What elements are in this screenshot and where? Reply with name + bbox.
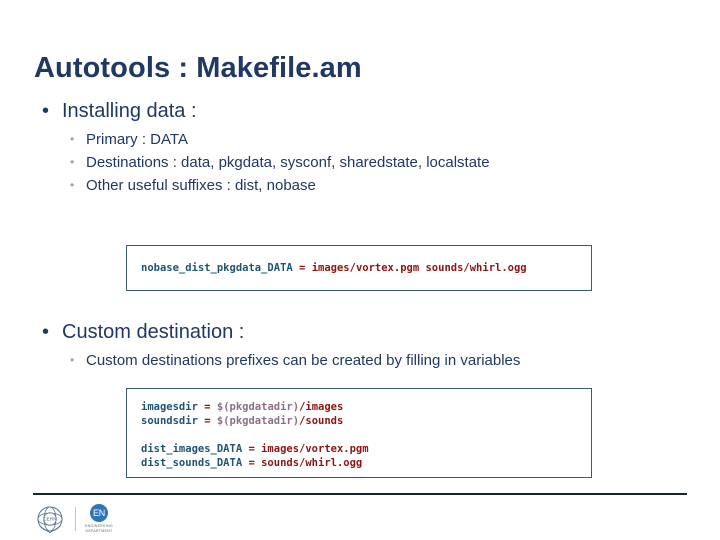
page-title: Autotools : Makefile.am xyxy=(34,52,362,85)
bullet-level2-label: Custom destinations prefixes can be crea… xyxy=(86,352,521,369)
bullet-marker-icon: • xyxy=(70,353,75,367)
code-line: nobase_dist_pkgdata_DATA = images/vortex… xyxy=(141,261,591,275)
code-block-nobase-dist-pkgdata-data: nobase_dist_pkgdata_DATA = images/vortex… xyxy=(126,245,592,291)
bullet-level2-suffixes: • Other useful suffixes : dist, nobase xyxy=(34,174,694,197)
bullet-marker-icon: • xyxy=(70,132,75,146)
code-token-val: /sounds xyxy=(299,415,344,427)
bullet-level2-label: Destinations : data, pkgdata, sysconf, s… xyxy=(86,154,490,171)
logo-divider xyxy=(75,507,76,531)
code-line: dist_images_DATA = images/vortex.pgm xyxy=(141,442,591,456)
en-logo-icon: EN xyxy=(89,504,108,523)
code-line: soundsdir = $(pkgdatadir)/sounds xyxy=(141,414,591,428)
code-token-val: = xyxy=(204,415,217,427)
code-token-var: dist_images_DATA xyxy=(141,443,249,455)
content-group-custom-destination: • Custom destination : • Custom destinat… xyxy=(34,319,694,372)
bullet-level2-primary: • Primary : DATA xyxy=(34,128,694,151)
code-token-ref: $(pkgdatadir) xyxy=(216,401,300,413)
bullet-level2-label: Other useful suffixes : dist, nobase xyxy=(86,177,316,194)
code-token-var: imagesdir xyxy=(141,401,205,413)
bullet-marker-icon: • xyxy=(42,321,50,343)
content-group-installing-data: • Installing data : • Primary : DATA • D… xyxy=(34,98,694,197)
bullet-level1-installing-data: • Installing data : xyxy=(34,98,694,124)
code-line: imagesdir = $(pkgdatadir)/images xyxy=(141,400,591,414)
code-token-var: nobase_dist_pkgdata_DATA xyxy=(141,262,300,274)
code-token-val: = xyxy=(204,401,217,413)
bullet-level1-label: Custom destination : xyxy=(62,321,245,343)
code-token-ref: $(pkgdatadir) xyxy=(216,415,300,427)
bullet-level2-custom-prefixes: • Custom destinations prefixes can be cr… xyxy=(34,349,694,372)
bullet-marker-icon: • xyxy=(70,155,75,169)
code-token-val: = sounds/whirl.ogg xyxy=(248,457,363,469)
code-token-var: soundsdir xyxy=(141,415,205,427)
code-blank-line xyxy=(141,428,591,442)
bullet-marker-icon: • xyxy=(42,100,50,122)
cern-logo-icon: CERN xyxy=(37,506,63,534)
bullet-level1-custom-destination: • Custom destination : xyxy=(34,319,694,345)
svg-text:CERN: CERN xyxy=(43,517,57,523)
code-token-var: dist_sounds_DATA xyxy=(141,457,249,469)
code-token-val: = images/vortex.pgm xyxy=(248,443,369,455)
code-token-val: /images xyxy=(299,401,344,413)
code-line: dist_sounds_DATA = sounds/whirl.ogg xyxy=(141,456,591,470)
code-token-val: = images/vortex.pgm sounds/whirl.ogg xyxy=(299,262,527,274)
bullet-level2-destinations: • Destinations : data, pkgdata, sysconf,… xyxy=(34,151,694,174)
footer-divider xyxy=(33,493,687,495)
bullet-level1-label: Installing data : xyxy=(62,100,197,122)
bullet-level2-label: Primary : DATA xyxy=(86,131,188,148)
bullet-marker-icon: • xyxy=(70,178,75,192)
